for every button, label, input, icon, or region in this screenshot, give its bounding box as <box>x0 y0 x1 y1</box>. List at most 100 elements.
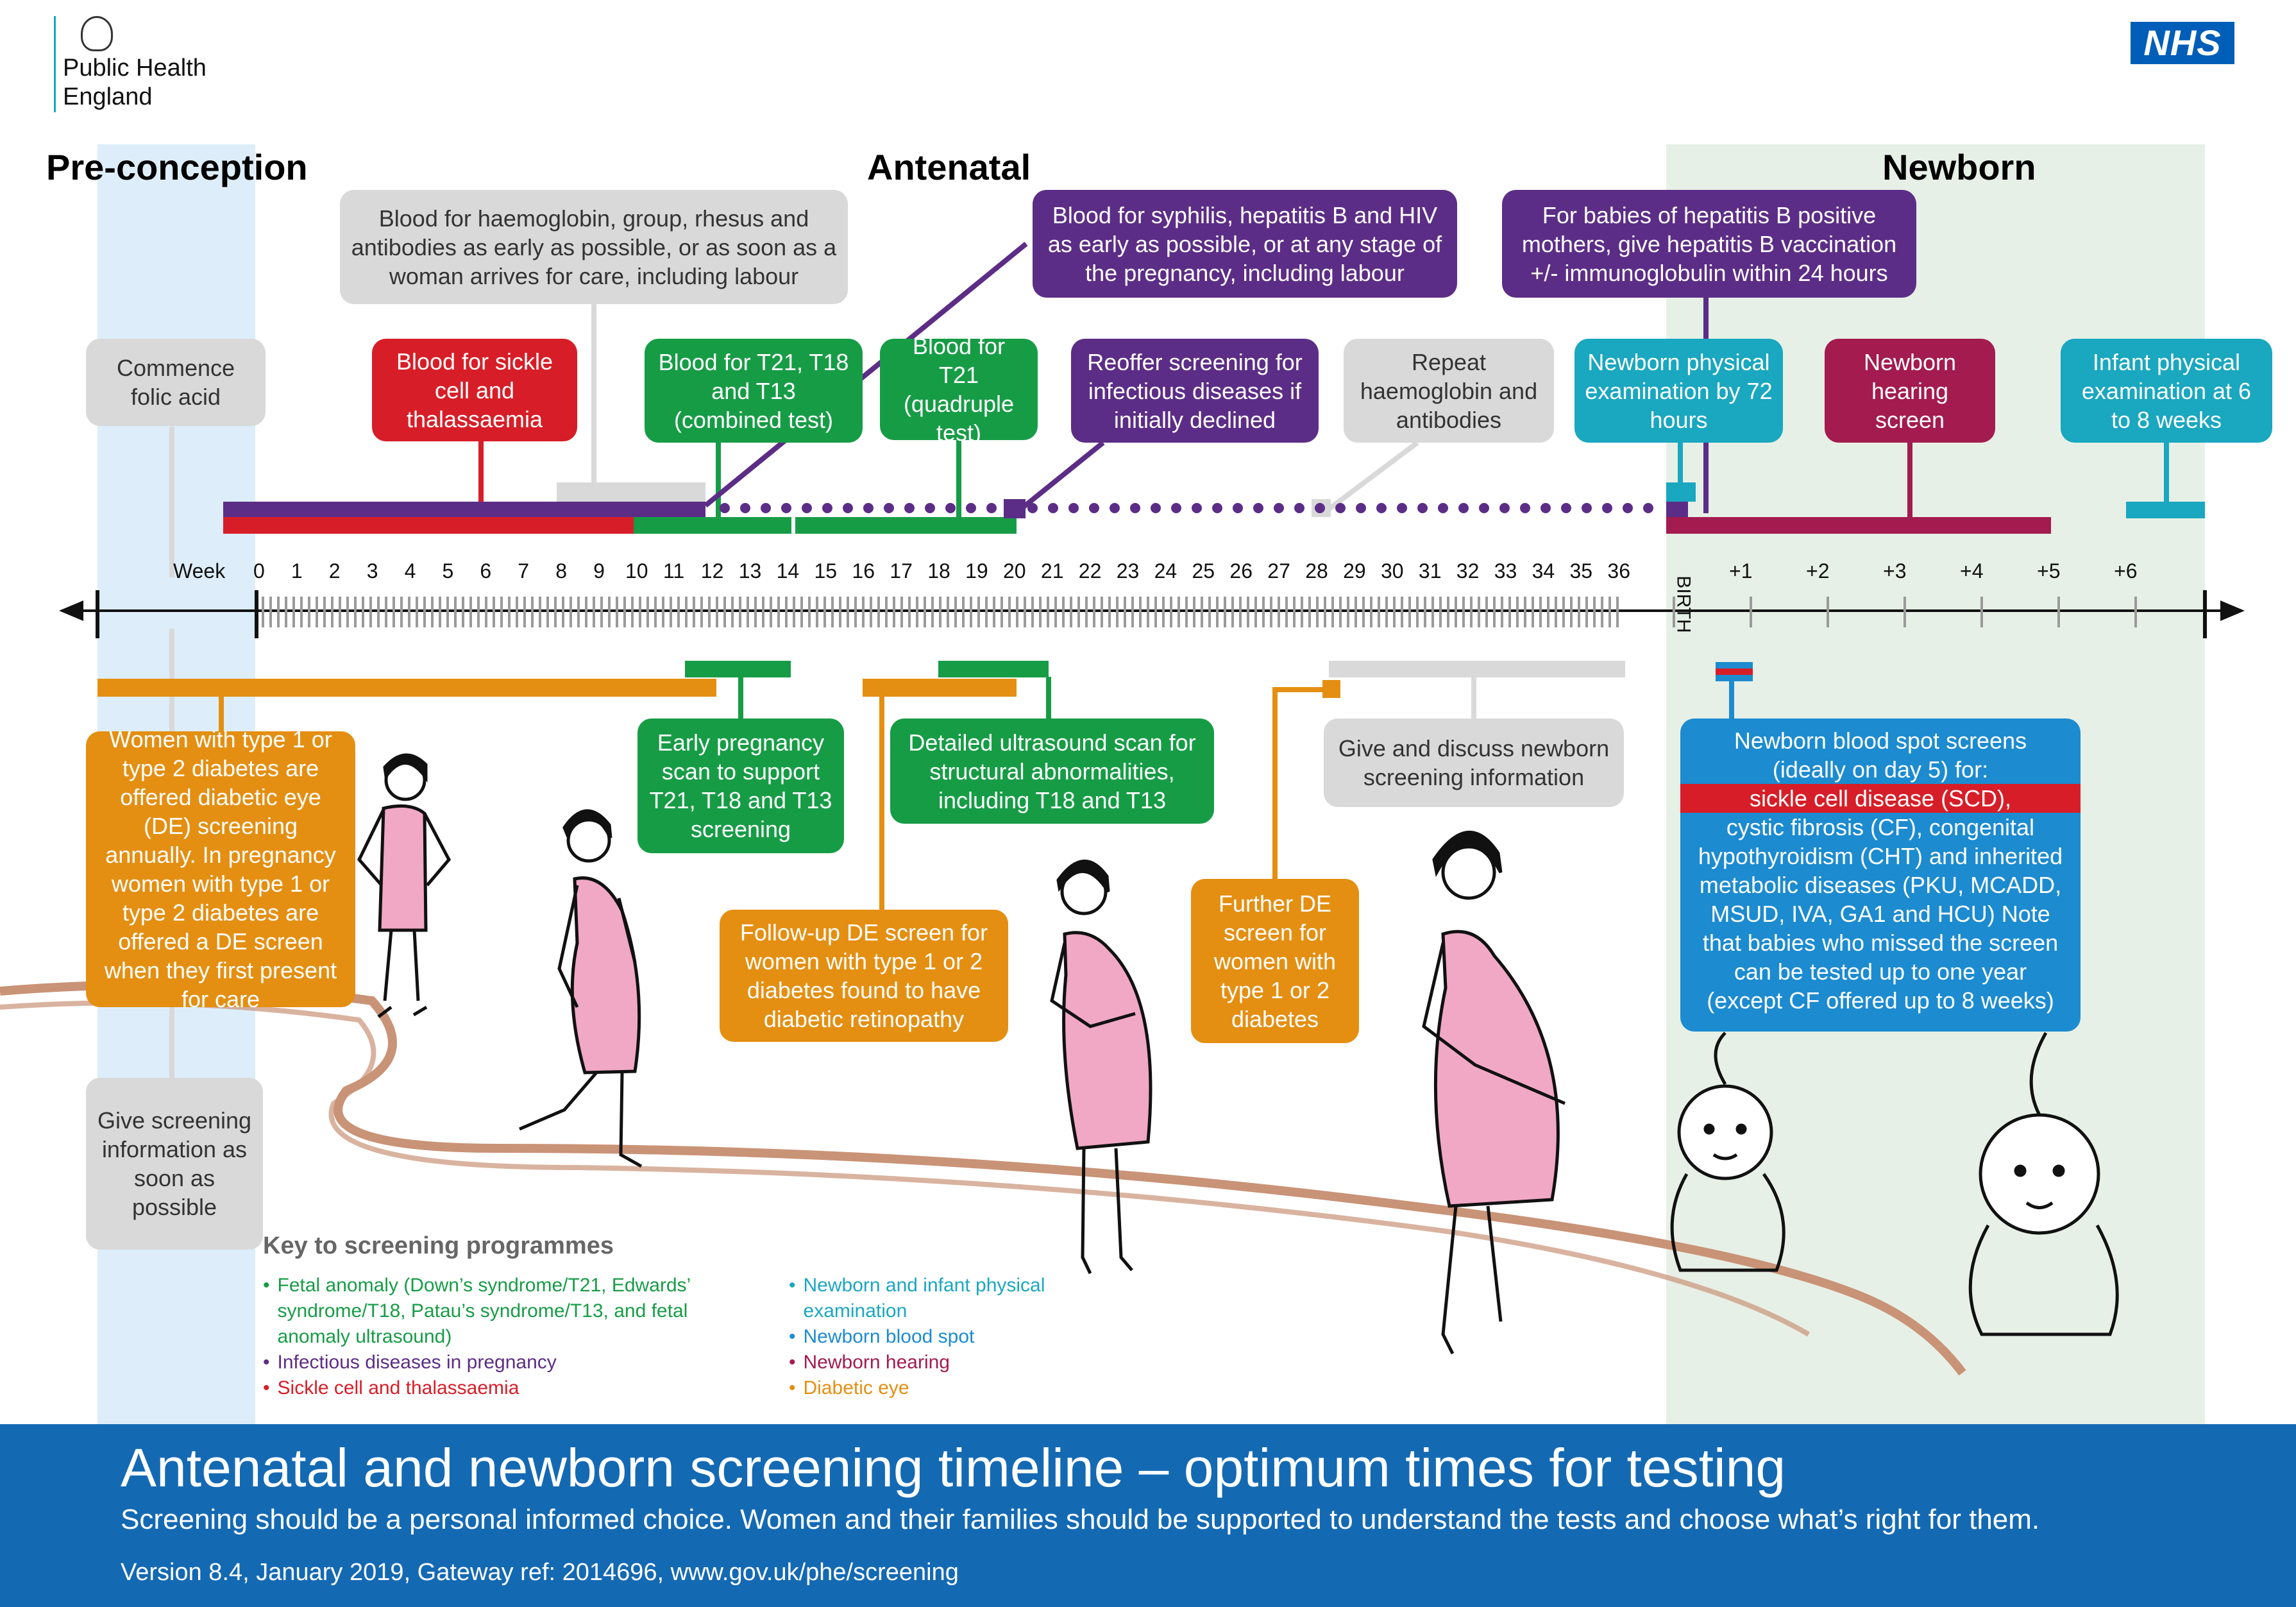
week-tick-label: 0 <box>253 559 265 582</box>
give-info-box: Give screening information as soon as po… <box>86 1078 263 1250</box>
key-entry: •Newborn blood spot <box>789 1324 1122 1350</box>
newborn-tick-label: +1 <box>1729 559 1753 582</box>
week-tick-label: 7 <box>518 559 530 582</box>
early-scan-box: Early pregnancy scan to support T21, T18… <box>637 718 844 853</box>
newborn-tick-label: +3 <box>1883 559 1907 582</box>
section-preconception: Pre-conception <box>46 147 308 187</box>
week-tick-label: 20 <box>1003 559 1026 582</box>
week-tick-label: 4 <box>404 559 416 582</box>
folic-box: Commence folic acid <box>86 339 266 426</box>
key-entry-label: Newborn and infant physical examination <box>803 1275 1045 1322</box>
week-tick-label: 17 <box>890 559 913 582</box>
reoffer-connector <box>1018 440 1105 513</box>
week-tick-label: 25 <box>1192 559 1215 582</box>
week-tick-label: 3 <box>366 559 378 582</box>
nhs-logo: NHS <box>2131 22 2234 64</box>
week-tick-label: 24 <box>1154 559 1178 582</box>
repeat-connector <box>1326 440 1419 513</box>
bloodspot-rest: cystic fibrosis (CF), congenital hypothy… <box>1698 814 2063 1014</box>
footer-title: Antenatal and newborn screening timeline… <box>121 1438 1786 1498</box>
hepb-box: For babies of hepatitis B positive mothe… <box>1502 190 1916 298</box>
further-de-box: Further DE screen for women with type 1 … <box>1191 879 1359 1043</box>
woman-figure-2 <box>519 809 643 1168</box>
hearing-box: Newborn hearing screen <box>1825 339 1995 443</box>
diabetic-bar <box>97 679 716 697</box>
baby-figure-1 <box>1670 1032 1785 1272</box>
week-tick-label: 5 <box>442 559 454 582</box>
diabetic-box: Women with type 1 or type 2 diabetes are… <box>86 726 355 1012</box>
key-entry: • Infectious diseases in pregnancy <box>263 1350 750 1375</box>
week-tick-label: 8 <box>555 559 567 582</box>
week-tick-label: 13 <box>738 559 762 582</box>
key-title: Key to screening programmes <box>263 1232 614 1259</box>
physical-bar <box>1666 482 1696 502</box>
sickle-bar <box>223 517 634 534</box>
week-tick-label: 34 <box>1532 559 1555 582</box>
give-discuss-box: Give and discuss newborn screening infor… <box>1324 718 1624 807</box>
further-de-marker <box>1322 680 1340 698</box>
key-entry-label: Newborn hearing <box>803 1352 950 1373</box>
week-tick-label: 10 <box>625 559 648 582</box>
hb-bar <box>557 482 705 502</box>
syphilis-box: Blood for syphilis, hepatitis B and HIV … <box>1033 190 1457 298</box>
bloodspot-scd: sickle cell disease (SCD), <box>1680 784 2081 813</box>
syphilis-connector <box>704 241 1028 508</box>
hearing-bar <box>1666 517 2051 534</box>
hepb-bar <box>1666 502 1688 518</box>
newborn-tick-label: +6 <box>2114 559 2138 582</box>
bloodspot-bar-bot <box>1716 675 1753 681</box>
bloodspot-box: Newborn blood spot screens (ideally on d… <box>1680 718 2081 1032</box>
week-tick-label: 11 <box>663 559 685 582</box>
week-tick-label: 1 <box>291 559 303 582</box>
combined-bar <box>634 517 791 534</box>
bloodspot-intro: Newborn blood spot screens (ideally on d… <box>1734 727 2027 783</box>
key-entry: • Newborn and infant physical examination <box>789 1273 1122 1324</box>
week-tick-label: 6 <box>480 559 492 582</box>
bullet-icon: • <box>789 1275 796 1296</box>
arrow-left-icon <box>59 600 83 621</box>
infant-box: Infant physical examination at 6 to 8 we… <box>2061 339 2272 443</box>
key-entry: •Diabetic eye <box>789 1375 1122 1401</box>
newborn-tick-label: +5 <box>2037 559 2061 582</box>
crest-icon <box>81 16 113 51</box>
key-entry: • Sickle cell and thalassaemia <box>263 1375 750 1401</box>
quad-bar <box>795 517 1017 534</box>
newborn-tick-label: +2 <box>1806 559 1830 582</box>
woman-figure-1 <box>357 753 452 1018</box>
bullet-icon: • <box>789 1377 796 1399</box>
bullet-icon: • <box>263 1352 270 1373</box>
footer-subtitle: Screening should be a personal informed … <box>121 1504 2040 1535</box>
week-label: Week <box>173 559 226 582</box>
reoffer-box: Reoffer screening for infectious disease… <box>1071 339 1319 443</box>
early-scan-bar <box>685 661 791 677</box>
bloodspot-bar-mid <box>1716 668 1753 675</box>
sickle-box: Blood for sickle cell and thalassaemia <box>372 339 577 441</box>
week-tick-label: 28 <box>1305 559 1328 582</box>
key-entry-label: Sickle cell and thalassaemia <box>277 1377 519 1399</box>
followup-de-box: Follow-up DE screen for women with type … <box>720 910 1008 1042</box>
week-tick-label: 15 <box>814 559 838 582</box>
bullet-icon: • <box>263 1275 270 1296</box>
bullet-icon: • <box>263 1377 270 1399</box>
physical72-box: Newborn physical examination by 72 hours <box>1574 339 1783 443</box>
detailed-bar <box>938 661 1049 677</box>
key-entry-label: Infectious diseases in pregnancy <box>277 1352 557 1373</box>
detailed-scan-box: Detailed ultrasound scan for structural … <box>890 718 1214 824</box>
week-tick-label: 30 <box>1381 559 1404 582</box>
section-antenatal: Antenatal <box>867 147 1031 187</box>
week-tick-label: 14 <box>776 559 800 582</box>
key-entry: •Newborn hearing <box>789 1350 1122 1375</box>
week-tick-label: 33 <box>1494 559 1517 582</box>
baby-figure-2 <box>1968 1032 2119 1336</box>
org-name-2: England <box>63 83 153 110</box>
footer: Antenatal and newborn screening timeline… <box>0 1424 2296 1607</box>
week-tick-label: 19 <box>965 559 988 582</box>
key-left: • Fetal anomaly (Down’s syndrome/T21, Edw… <box>263 1273 750 1401</box>
key-entry-label: Newborn blood spot <box>803 1326 975 1347</box>
key-entry-label: Fetal anomaly (Down’s syndrome/T21, Edwa… <box>277 1275 691 1347</box>
week-tick-label: 29 <box>1343 559 1366 582</box>
bloodspot-bar-top <box>1716 662 1753 668</box>
infectious-bar <box>223 502 705 518</box>
week-tick-label: 16 <box>852 559 875 582</box>
